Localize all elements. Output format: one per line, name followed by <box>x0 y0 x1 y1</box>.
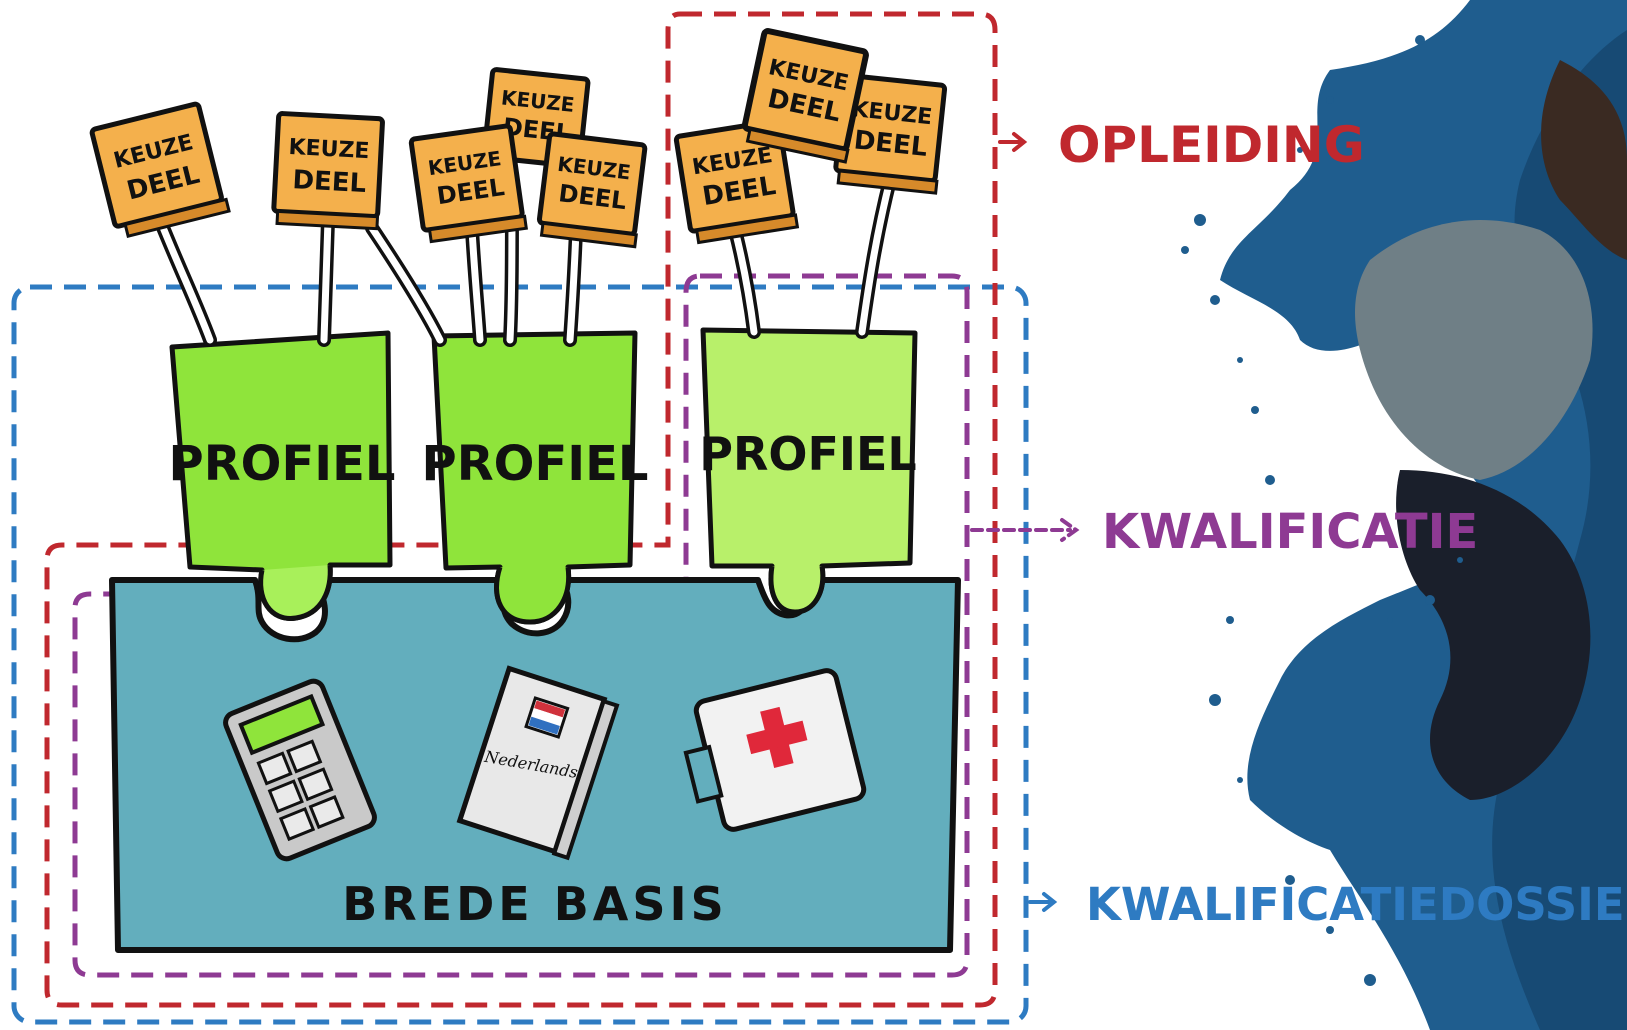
keuzedeel-tile-5: KEUZE DEEL <box>536 131 648 249</box>
profiel-label-2: PROFIEL <box>422 436 649 492</box>
keuzedeel-tile-7: KEUZE DEEL <box>833 72 948 195</box>
profiel-block-1: PROFIEL <box>169 330 396 621</box>
legend-opleiding-label: OPLEIDING <box>1058 116 1365 174</box>
profiel-block-3: PROFIEL <box>699 327 918 615</box>
keuzedeel-tile-8: KEUZE DEEL <box>741 28 869 164</box>
keuzedeel-tile-1: KEUZE DEEL <box>89 101 231 239</box>
kwalificatie-outline <box>72 273 970 978</box>
profiel-block-2: PROFIEL <box>422 330 649 625</box>
legend-opleiding: OPLEIDING <box>998 116 1365 174</box>
keuzedeel-tile-4: KEUZE DEEL <box>408 123 528 244</box>
book-icon: Nederlands <box>456 665 620 861</box>
legend-kwalificatiedossier-label: KWALIFICATIEDOSSIER <box>1086 878 1627 931</box>
keuzedeel-label-top: KEUZE <box>288 135 370 164</box>
legend-kwalificatiedossier: KWALIFICATIEDOSSIER <box>1028 878 1627 931</box>
keuzedeel-tile-2: KEUZE DEEL <box>271 111 385 231</box>
legend-kwalificatie: KWALIFICATIE <box>970 504 1478 560</box>
background-photo-splash <box>1181 0 1627 1030</box>
kwalificatiedossier-outline <box>11 284 1029 1025</box>
brede-basis-label: BREDE BASIS <box>342 877 728 931</box>
profiel-label-1: PROFIEL <box>169 436 396 492</box>
first-aid-kit-icon <box>683 668 867 832</box>
keuzedeel-tile-6: KEUZE DEEL <box>673 118 800 245</box>
keuzedeel-label-bottom: DEEL <box>292 165 367 199</box>
opleiding-outline <box>44 11 998 1008</box>
calculator-icon <box>223 678 377 862</box>
legend-kwalificatie-label: KWALIFICATIE <box>1102 504 1478 560</box>
profiel-label-3: PROFIEL <box>699 427 917 481</box>
